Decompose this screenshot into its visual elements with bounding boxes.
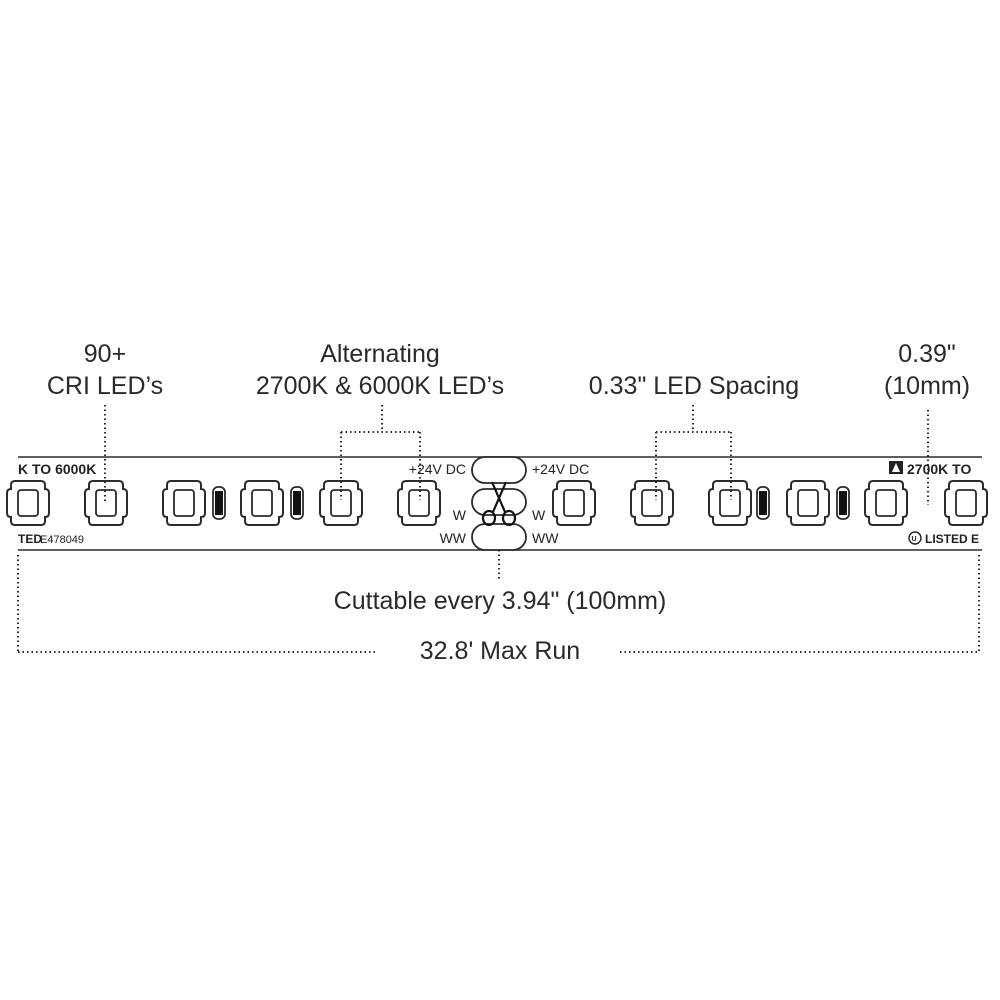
pad-left-label-24v: +24V DC xyxy=(409,461,466,477)
strip-left-top-text: K TO 6000K xyxy=(18,461,96,477)
pad-left-label-ww: WW xyxy=(440,530,467,546)
led-chip xyxy=(708,480,752,526)
solder-pad-w xyxy=(471,488,527,516)
pad-left-label-w: W xyxy=(453,507,467,523)
resistor xyxy=(756,486,770,520)
pad-right-label-24v: +24V DC xyxy=(532,461,589,477)
alternating-callout-line2: 2700K & 6000K LED’s xyxy=(255,372,505,400)
led-chip xyxy=(397,480,441,526)
strip-right-bottom-text: LISTED E xyxy=(925,532,979,546)
resistor xyxy=(836,486,850,520)
led-chip xyxy=(319,480,363,526)
resistor xyxy=(212,486,226,520)
width-callout: 0.39" (10mm) xyxy=(872,338,982,402)
pad-right-label-w: W xyxy=(532,507,546,523)
cri-callout: 90+ CRI LED’s xyxy=(38,338,172,402)
solder-pad-24v xyxy=(471,456,527,484)
triangle-logo-icon xyxy=(889,461,903,474)
led-chip xyxy=(84,480,128,526)
led-chip xyxy=(944,480,988,526)
pad-right-label-ww: WW xyxy=(532,530,559,546)
cri-callout-line2: CRI LED’s xyxy=(46,372,164,400)
strip-right-top-text: 2700K TO xyxy=(907,461,971,477)
svg-text:U: U xyxy=(912,536,917,543)
led-chip xyxy=(240,480,284,526)
spacing-callout: 0.33" LED Spacing xyxy=(565,370,823,402)
width-callout-line1: 0.39" xyxy=(898,340,956,368)
strip-left-bottom-text: TED xyxy=(18,532,42,546)
led-chip xyxy=(6,480,50,526)
led-chip xyxy=(630,480,674,526)
scissors-icon xyxy=(481,481,517,527)
strip-left-bottom-code: E478049 xyxy=(40,534,84,546)
led-chip xyxy=(552,480,596,526)
width-callout-line2: (10mm) xyxy=(883,372,971,400)
solder-pad-ww xyxy=(471,523,527,551)
cri-callout-line1: 90+ xyxy=(83,340,127,368)
ul-mark-icon: U xyxy=(908,531,922,545)
max-run-callout: 32.8' Max Run xyxy=(380,635,620,667)
led-chip xyxy=(162,480,206,526)
alternating-callout-line1: Alternating xyxy=(320,340,440,368)
resistor xyxy=(290,486,304,520)
spacing-callout-line1: 0.33" LED Spacing xyxy=(588,372,800,400)
led-chip xyxy=(786,480,830,526)
cuttable-callout: Cuttable every 3.94" (100mm) xyxy=(333,587,667,615)
alternating-callout: Alternating 2700K & 6000K LED’s xyxy=(225,338,535,402)
led-chip xyxy=(864,480,908,526)
